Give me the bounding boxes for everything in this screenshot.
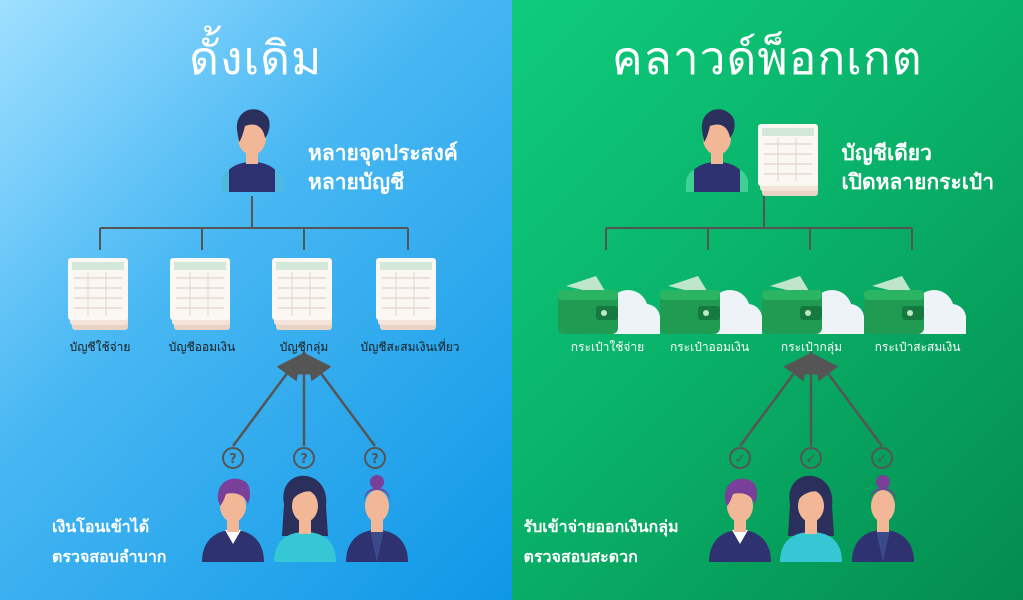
single-account-document-icon xyxy=(757,124,818,196)
account-document-icon xyxy=(376,258,436,330)
check-mark-1: ✓ xyxy=(734,452,745,467)
cloud-pocket-panel: คลาวด์พ็อกเกต บัญชีเดียว เปิดหลายกระเป๋า xyxy=(511,0,1023,600)
group-member-man-icon xyxy=(202,478,264,562)
cloud-wallet-icon xyxy=(761,276,864,334)
cloud-pocket-note-line-2: ตรวจสอบสะดวก xyxy=(523,547,638,566)
traditional-heading: หลายจุดประสงค์ หลายบัญชี xyxy=(308,139,458,197)
wallet-label-saving-up: กระเป๋าสะสมเงิน xyxy=(874,340,961,354)
question-mark-1: ? xyxy=(229,452,237,467)
wallet-label-savings: กระเป๋าออมเงิน xyxy=(669,340,750,354)
account-owner-icon xyxy=(685,109,748,192)
account-label-travel: บัญชีสะสมเงินเที่ยว xyxy=(360,340,460,354)
check-mark-3: ✓ xyxy=(876,452,887,467)
cloud-pocket-heading: บัญชีเดียว เปิดหลายกระเป๋า xyxy=(842,139,995,197)
question-mark-2: ? xyxy=(300,452,308,467)
account-document-icon xyxy=(170,258,230,330)
traditional-note: เงินโอนเข้าได้ ตรวจสอบลำบาก xyxy=(52,512,167,572)
account-label-savings: บัญชีออมเงิน xyxy=(168,340,236,354)
account-label-group: บัญชีกลุ่ม xyxy=(279,340,329,354)
group-member-woman-icon xyxy=(779,475,842,562)
cloud-pocket-heading-line-1: บัญชีเดียว xyxy=(841,141,932,165)
check-mark-2: ✓ xyxy=(805,452,816,467)
group-member-woman-icon xyxy=(274,475,336,562)
cloud-pocket-note-line-1: รับเข้าจ่ายออกเงินกลุ่ม xyxy=(523,517,679,536)
cloud-pocket-title: คลาวด์พ็อกเกต xyxy=(611,31,923,85)
account-document-icon xyxy=(272,258,332,330)
traditional-note-line-1: เงินโอนเข้าได้ xyxy=(52,517,150,536)
cloud-wallet-icon xyxy=(557,276,660,334)
wallet-label-spending: กระเป๋าใช้จ่าย xyxy=(570,340,645,354)
traditional-connectors: ? ? ? xyxy=(99,196,409,469)
account-owner-icon xyxy=(221,109,283,192)
traditional-panel: ดั้งเดิม หลายจุดประสงค์ หลายบัญชี xyxy=(0,0,512,600)
account-label-spending: บัญชีใช้จ่าย xyxy=(69,340,131,354)
account-document-icon xyxy=(68,258,128,330)
group-member-woman-purple-icon xyxy=(346,475,408,562)
traditional-title: ดั้งเดิม xyxy=(189,31,323,85)
cloud-pocket-connectors: ✓ ✓ ✓ xyxy=(604,196,913,469)
wallet-label-group: กระเป๋ากลุ่ม xyxy=(780,340,843,354)
cloud-wallet-icon xyxy=(659,276,762,334)
question-mark-3: ? xyxy=(371,452,379,467)
group-member-woman-purple-icon xyxy=(851,475,914,562)
cloud-pocket-note: รับเข้าจ่ายออกเงินกลุ่ม ตรวจสอบสะดวก xyxy=(524,512,679,572)
traditional-heading-line-1: หลายจุดประสงค์ xyxy=(308,141,458,165)
cloud-pocket-heading-line-2: เปิดหลายกระเป๋า xyxy=(841,170,995,194)
cloud-wallet-icon xyxy=(863,276,966,334)
group-member-man-icon xyxy=(708,478,771,562)
traditional-heading-line-2: หลายบัญชี xyxy=(308,170,405,194)
traditional-note-line-2: ตรวจสอบลำบาก xyxy=(52,547,167,566)
